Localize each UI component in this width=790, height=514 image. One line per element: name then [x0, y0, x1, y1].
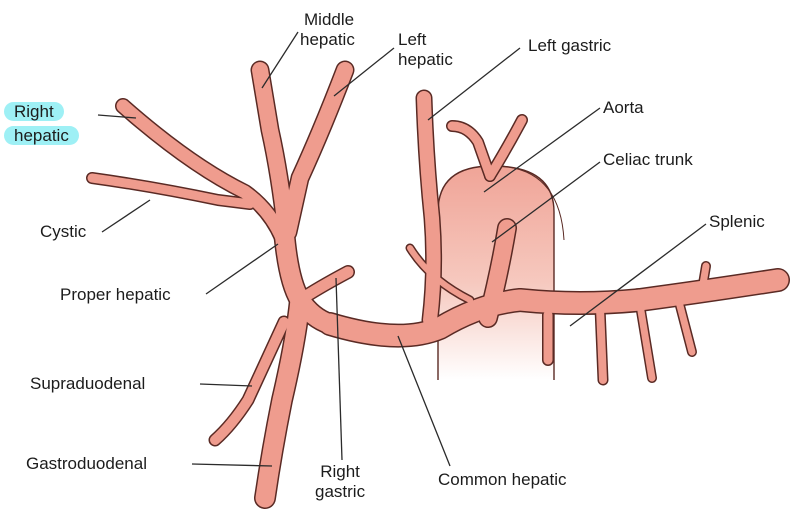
label-celiac-trunk: Celiac trunk — [603, 150, 693, 169]
label-left-gastric: Left gastric — [528, 36, 612, 55]
label-supraduodenal: Supraduodenal — [30, 374, 146, 393]
leader-splenic — [569, 223, 707, 327]
leader-lines — [97, 31, 707, 467]
label-left-hepatic: Left hepatic — [398, 30, 453, 69]
highlight-right: Right — [4, 102, 64, 121]
leader-proper-hepatic — [205, 243, 279, 295]
label-splenic: Splenic — [709, 212, 765, 231]
leader-supraduodenal — [199, 383, 253, 387]
leader-left-hepatic — [333, 47, 395, 97]
label-cystic: Cystic — [40, 222, 87, 241]
artery-tree — [86, 60, 790, 509]
leader-cystic — [101, 199, 151, 233]
label-middle-hepatic: Middle hepatic — [300, 10, 355, 49]
label-right-hepatic: Right hepatic — [4, 102, 79, 146]
leader-gastroduodenal — [191, 463, 273, 467]
leader-left-gastric — [427, 47, 521, 121]
artery-fill — [87, 62, 789, 508]
leader-celiac-trunk — [491, 161, 601, 243]
leader-common-hepatic — [397, 335, 451, 467]
highlight-hepatic: hepatic — [4, 126, 79, 145]
label-gastroduodenal: Gastroduodenal — [26, 454, 147, 473]
leader-right-gastric — [335, 277, 343, 461]
leader-middle-hepatic — [261, 31, 299, 89]
leader-right-hepatic — [97, 114, 137, 119]
label-common-hepatic: Common hepatic — [438, 470, 567, 489]
label-proper-hepatic: Proper hepatic — [60, 285, 171, 304]
label-aorta: Aorta — [603, 98, 644, 117]
leader-aorta — [483, 107, 601, 193]
label-right-gastric: Right gastric — [315, 462, 366, 501]
